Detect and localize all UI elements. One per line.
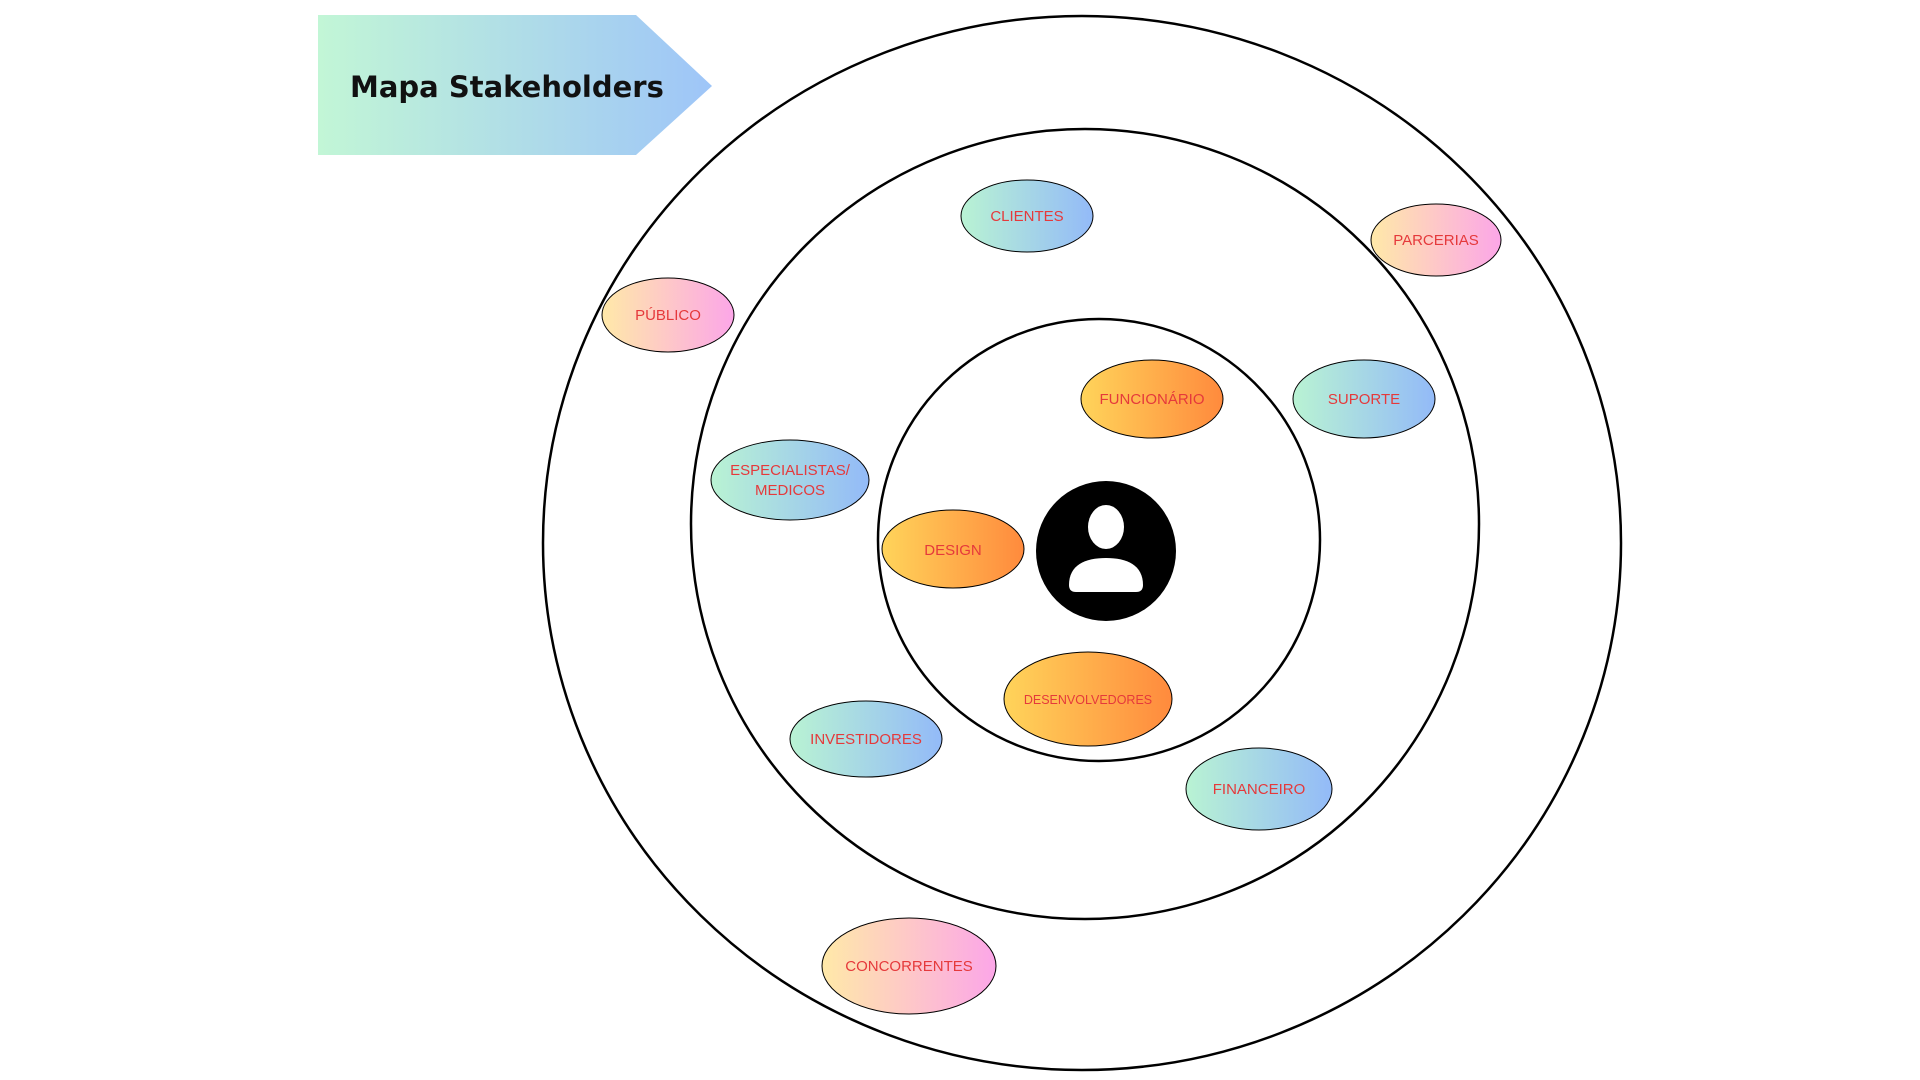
stakeholder-rings: [541, 14, 1623, 1072]
inner-ring: [876, 317, 1322, 763]
middle-ring: [689, 127, 1481, 921]
title-banner: Mapa Stakeholders: [318, 15, 712, 155]
title-banner-arrow-shape: [318, 15, 712, 155]
stakeholder-node-funcionario[interactable]: FUNCIONÁRIO: [1080, 359, 1224, 439]
stakeholder-label: DESIGN: [924, 542, 982, 559]
stakeholder-node-especialistas[interactable]: ESPECIALISTAS/MEDICOS: [710, 439, 870, 521]
stakeholder-node-financeiro[interactable]: FINANCEIRO: [1185, 747, 1333, 831]
stakeholder-label: PÚBLICO: [635, 307, 701, 324]
stakeholder-label: FINANCEIRO: [1213, 781, 1306, 798]
stakeholder-label: DESENVOLVEDORES: [1024, 693, 1152, 707]
outer-ring: [541, 14, 1623, 1072]
stakeholder-label: SUPORTE: [1328, 391, 1400, 408]
stakeholder-node-investidores[interactable]: INVESTIDORES: [789, 700, 943, 778]
stakeholder-node-concorrentes[interactable]: CONCORRENTES: [821, 917, 997, 1015]
stakeholder-node-design[interactable]: DESIGN: [881, 509, 1025, 589]
stakeholder-node-clientes[interactable]: CLIENTES: [960, 179, 1094, 253]
page-title: Mapa Stakeholders: [350, 70, 664, 104]
person-icon: [1069, 505, 1143, 592]
center-person: [1036, 481, 1176, 621]
stakeholder-label: PARCERIAS: [1393, 232, 1479, 249]
stakeholder-label: ESPECIALISTAS/MEDICOS: [730, 462, 851, 499]
stakeholder-node-parcerias[interactable]: PARCERIAS: [1370, 203, 1502, 277]
stakeholder-label: INVESTIDORES: [810, 731, 922, 748]
stakeholder-label: FUNCIONÁRIO: [1100, 391, 1205, 408]
stakeholder-label: CLIENTES: [990, 208, 1063, 225]
stakeholder-node-suporte[interactable]: SUPORTE: [1292, 359, 1436, 439]
stakeholder-node-desenvolvedores[interactable]: DESENVOLVEDORES: [1003, 651, 1173, 747]
center-circle: [1036, 481, 1176, 621]
stakeholder-node-publico[interactable]: PÚBLICO: [601, 277, 735, 353]
stakeholder-label: CONCORRENTES: [845, 958, 973, 975]
